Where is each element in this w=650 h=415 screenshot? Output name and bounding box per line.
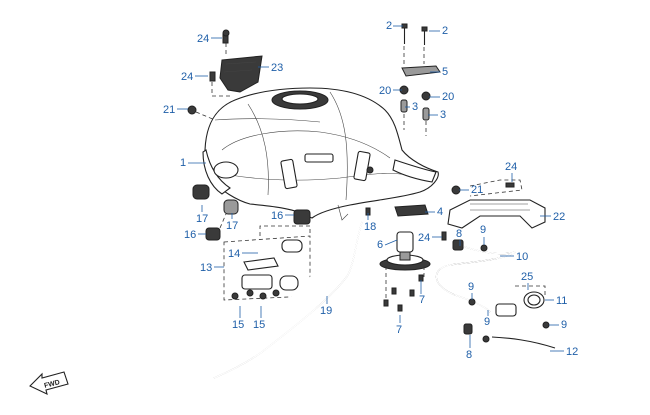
- callout-number: 25: [521, 271, 533, 283]
- grommet-left: [187, 105, 197, 115]
- grommet-right: [451, 185, 461, 195]
- callout-number: 23: [271, 62, 283, 74]
- callout-number: 24: [181, 71, 193, 83]
- drain-hose: [213, 221, 363, 379]
- callout-number: 18: [364, 221, 376, 233]
- callout-number: 2: [386, 20, 392, 32]
- callout-number: 3: [412, 101, 418, 113]
- leader-line: [384, 239, 398, 246]
- callout-number: 20: [379, 85, 391, 97]
- callout-number: 9: [480, 224, 486, 236]
- callout-number: 24: [418, 232, 430, 244]
- callout-number: 16: [271, 210, 283, 222]
- fwd-label: FWD: [44, 379, 61, 390]
- callout-number: 8: [456, 228, 462, 240]
- callout-number: 1: [180, 157, 186, 169]
- callout-number: 20: [442, 91, 454, 103]
- forward-direction-arrow: FWD: [29, 371, 69, 395]
- callout-number: 12: [566, 346, 578, 358]
- fuel-tank: [202, 87, 439, 221]
- callout-number: 6: [377, 239, 383, 251]
- tank-pad: [394, 204, 429, 217]
- rubber-mounts: [192, 184, 311, 241]
- callout-number: 7: [396, 324, 402, 336]
- callout-number: 3: [440, 109, 446, 121]
- callout-number: 14: [228, 248, 240, 260]
- callout-number: 17: [196, 213, 208, 225]
- callout-number: 19: [320, 305, 332, 317]
- callout-number: 8: [466, 349, 472, 361]
- top-mount-hardware: [399, 23, 441, 136]
- callout-number: 7: [419, 294, 425, 306]
- callout-number: 16: [184, 229, 196, 241]
- fuel-sender-assembly: [223, 225, 311, 301]
- rear-bracket: [447, 182, 546, 229]
- callout-number: 2: [442, 25, 448, 37]
- callout-number: 21: [163, 104, 175, 116]
- callout-number: 5: [442, 66, 448, 78]
- callout-number: 13: [200, 262, 212, 274]
- callout-number: 21: [471, 184, 483, 196]
- callout-number: 11: [556, 295, 567, 307]
- callout-number: 9: [468, 281, 474, 293]
- callout-number: 24: [197, 33, 209, 45]
- callout-number: 15: [253, 319, 265, 331]
- callout-number: 17: [226, 220, 238, 232]
- tank-cover-bracket: [209, 29, 263, 97]
- fuel-pump: [379, 231, 447, 312]
- fuel-lines: [435, 239, 556, 349]
- callout-number: 9: [561, 319, 567, 331]
- callout-number: 9: [484, 316, 490, 328]
- callout-number: 22: [553, 211, 565, 223]
- callout-number: 24: [505, 161, 517, 173]
- callout-number: 15: [232, 319, 244, 331]
- callout-number: 4: [437, 206, 443, 218]
- callout-number: 10: [516, 251, 528, 263]
